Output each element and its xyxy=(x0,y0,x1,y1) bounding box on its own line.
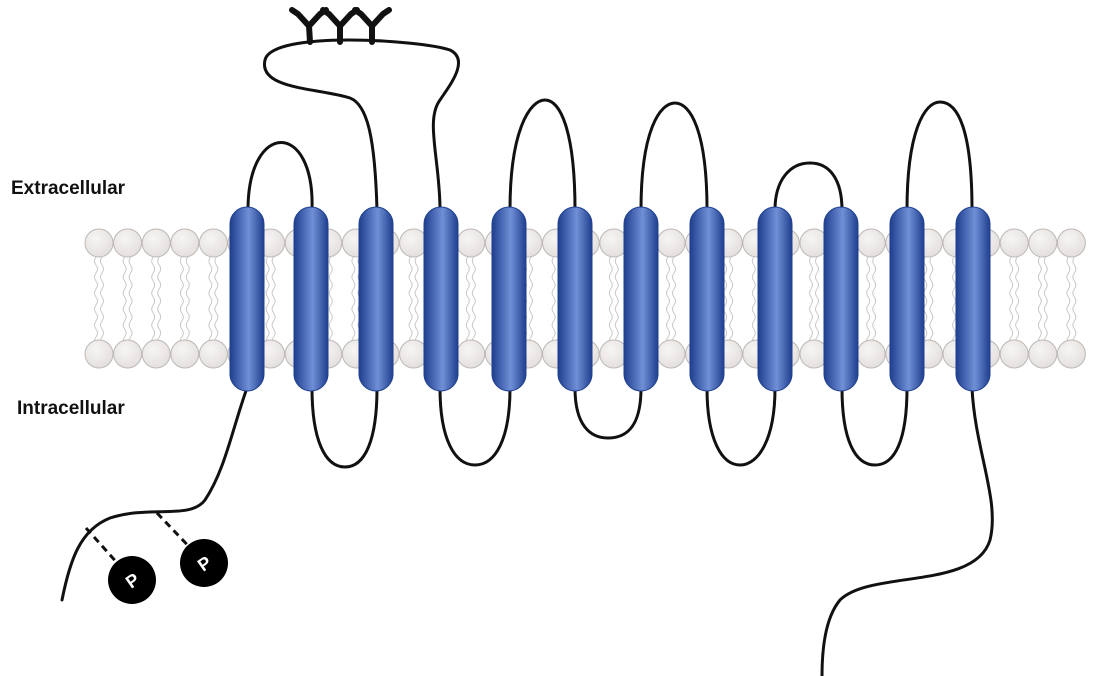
lipid-tail xyxy=(1067,257,1070,345)
lipid-tail xyxy=(215,257,218,345)
glycan-1-icon xyxy=(292,10,326,42)
lipid-head xyxy=(857,340,885,368)
phosphorylation-sites: P P xyxy=(86,513,228,604)
lipid-tail xyxy=(266,257,269,345)
lipid-head xyxy=(1029,340,1057,368)
lipid-tail xyxy=(101,257,104,345)
lipid-head xyxy=(457,340,485,368)
lipid-head xyxy=(114,340,142,368)
lipid-head xyxy=(857,229,885,257)
extracellular-loop-3 xyxy=(510,100,575,210)
lipid-tail xyxy=(1010,257,1013,345)
lipid-tail xyxy=(186,257,189,345)
intracellular-loop-4 xyxy=(707,388,775,465)
lipid-tail xyxy=(352,257,355,345)
lipid-head xyxy=(199,229,227,257)
lipid-tail xyxy=(867,257,870,345)
lipid-tail xyxy=(552,257,555,345)
lipid-head xyxy=(142,340,170,368)
lipid-tail xyxy=(129,257,132,345)
lipid-tail xyxy=(466,257,469,345)
lipid-head xyxy=(85,340,113,368)
extracellular-loop-5 xyxy=(775,163,842,210)
extracellular-loop-4 xyxy=(641,103,707,210)
intracellular-loop-1 xyxy=(312,388,377,467)
lipid-tail xyxy=(209,257,212,345)
transmembrane-helix-3 xyxy=(359,207,393,391)
lipid-tail xyxy=(667,257,670,345)
lipid-head xyxy=(1000,340,1028,368)
lipid-tail xyxy=(1044,257,1047,345)
glycan-3-icon xyxy=(355,10,389,42)
lipid-tail xyxy=(615,257,618,345)
lipid-head xyxy=(1000,229,1028,257)
lipid-head xyxy=(85,229,113,257)
lipid-head xyxy=(400,340,428,368)
lipid-head xyxy=(114,229,142,257)
glycan-2-icon xyxy=(323,10,357,42)
transmembrane-helix-2 xyxy=(294,207,328,391)
transmembrane-helix-9 xyxy=(758,207,792,391)
lipid-tail xyxy=(180,257,183,345)
lipid-tail xyxy=(158,257,161,345)
lipid-tail xyxy=(530,257,533,345)
intracellular-loop-2 xyxy=(440,388,510,465)
intracellular-loop-3 xyxy=(575,388,641,438)
lipid-tail xyxy=(272,257,275,345)
lipid-tail xyxy=(609,257,612,345)
lipid-tail xyxy=(123,257,126,345)
lipid-tail xyxy=(810,257,813,345)
extracellular-loop-1 xyxy=(248,143,312,211)
lipid-tail xyxy=(1016,257,1019,345)
lipid-tail xyxy=(415,257,418,345)
transmembrane-helix-12 xyxy=(956,207,990,391)
lipid-tail xyxy=(329,257,332,345)
transmembrane-helix-10 xyxy=(824,207,858,391)
transmembrane-helix-1 xyxy=(230,207,264,391)
transmembrane-helix-4 xyxy=(424,207,458,391)
intracellular-loop-5 xyxy=(842,388,907,465)
transmembrane-helix-7 xyxy=(624,207,658,391)
phosphate-2: P xyxy=(180,539,228,587)
extracellular-loop-6 xyxy=(907,102,972,210)
lipid-tail xyxy=(673,257,676,345)
lipid-head xyxy=(1057,340,1085,368)
extracellular-label: Extracellular xyxy=(11,178,125,200)
lipid-tail xyxy=(1038,257,1041,345)
lipid-tail xyxy=(730,257,733,345)
extracellular-loop-glycosylated xyxy=(264,40,458,210)
lipid-tail xyxy=(752,257,755,345)
lipid-head xyxy=(142,229,170,257)
lipid-tail xyxy=(409,257,412,345)
lipid-tail xyxy=(95,257,98,345)
glycosylation-group xyxy=(292,10,389,42)
lipid-tail xyxy=(1073,257,1076,345)
lipid-tail xyxy=(930,257,933,345)
phosphate-1: P xyxy=(108,556,156,604)
transmembrane-helix-5 xyxy=(492,207,526,391)
lipid-head xyxy=(171,229,199,257)
lipid-head xyxy=(171,340,199,368)
intracellular-label: Intracellular xyxy=(17,398,125,420)
transmembrane-helix-6 xyxy=(558,207,592,391)
lipid-tail xyxy=(152,257,155,345)
lipid-head xyxy=(657,229,685,257)
transmembrane-helix-8 xyxy=(690,207,724,391)
lipid-tail xyxy=(873,257,876,345)
lipid-tail xyxy=(953,257,956,345)
transmembrane-helix-11 xyxy=(890,207,924,391)
lipid-head xyxy=(457,229,485,257)
lipid-head xyxy=(1057,229,1085,257)
lipid-head xyxy=(199,340,227,368)
lipid-head xyxy=(657,340,685,368)
lipid-head xyxy=(400,229,428,257)
lipid-head xyxy=(1029,229,1057,257)
lipid-tail xyxy=(816,257,819,345)
lipid-tail xyxy=(472,257,475,345)
